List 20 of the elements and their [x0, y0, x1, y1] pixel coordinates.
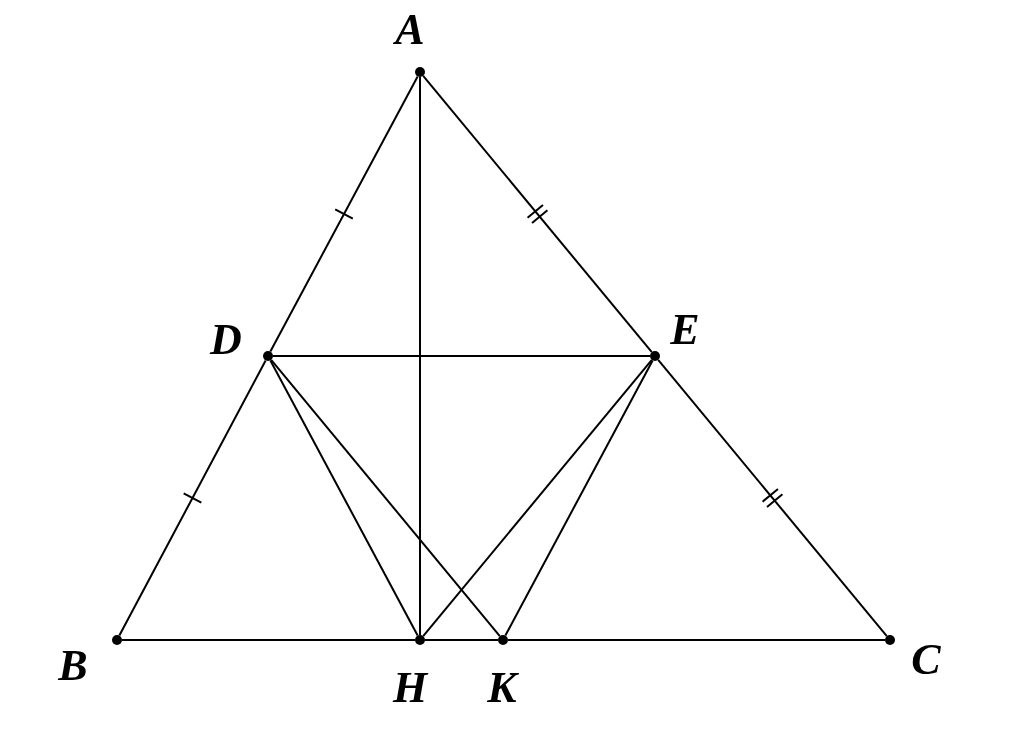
line-segment	[269, 75, 419, 353]
point-label: H	[392, 666, 428, 710]
point-label: B	[58, 644, 88, 688]
line-segment	[121, 639, 416, 641]
line-segment	[507, 639, 886, 641]
line-segment	[424, 639, 499, 641]
line-segment	[657, 358, 888, 638]
point-label: K	[487, 666, 517, 710]
line-segment	[269, 359, 419, 637]
point-label: E	[670, 308, 700, 352]
line-segment	[422, 358, 653, 638]
line-segment	[504, 359, 654, 637]
point-label: C	[911, 638, 941, 682]
line-segment	[422, 74, 653, 354]
line-segment	[270, 358, 501, 638]
line-segment	[118, 359, 267, 637]
line-segment	[272, 355, 651, 357]
line-segment	[419, 76, 421, 636]
point-label: A	[395, 8, 425, 52]
point-label: D	[210, 318, 242, 362]
